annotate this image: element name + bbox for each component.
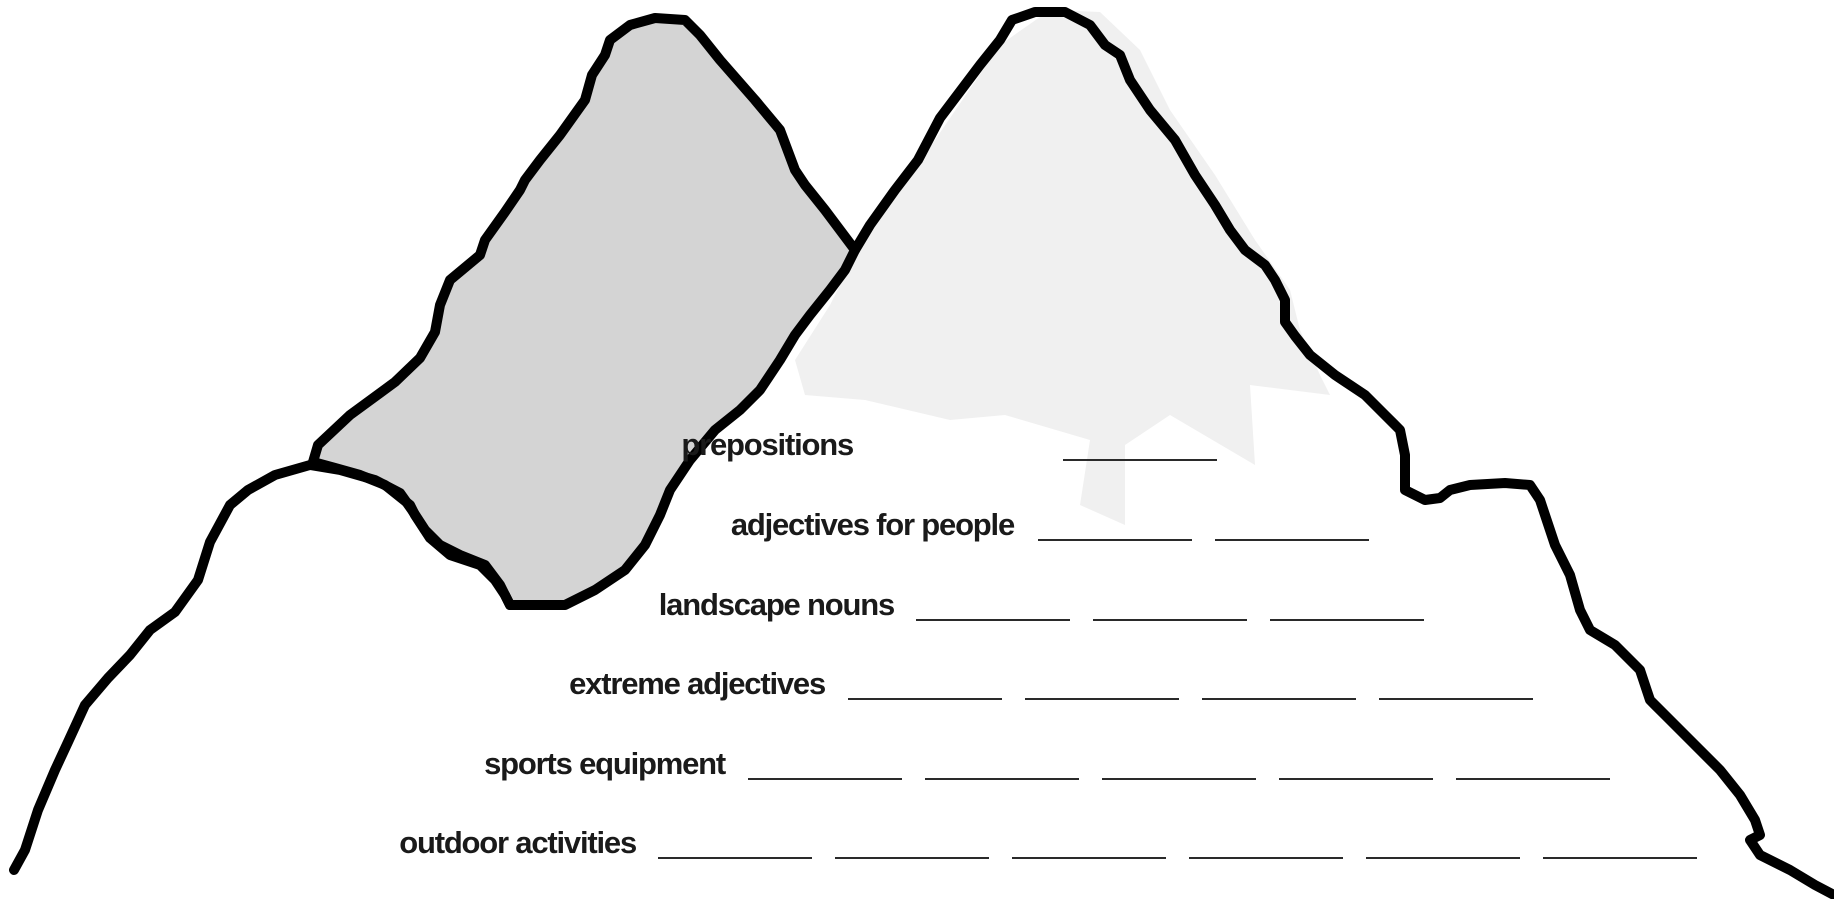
answer-blank[interactable]	[1543, 857, 1697, 859]
answer-blank[interactable]	[1366, 857, 1520, 859]
answer-blank[interactable]	[1038, 539, 1192, 541]
row-label: prepositions	[681, 427, 854, 462]
answer-blank[interactable]	[1025, 698, 1179, 700]
answer-blank[interactable]	[1270, 619, 1424, 621]
answer-blank[interactable]	[658, 857, 812, 859]
answer-blank[interactable]	[848, 698, 1002, 700]
answer-blank[interactable]	[1456, 778, 1610, 780]
answer-blank[interactable]	[1279, 778, 1433, 780]
row-label: landscape nouns	[658, 587, 895, 622]
right-peak-outline	[850, 7, 1834, 899]
row-label: extreme adjectives	[569, 666, 826, 701]
answer-blank[interactable]	[1102, 778, 1256, 780]
answer-blank[interactable]	[748, 778, 902, 780]
answer-blank[interactable]	[925, 778, 1079, 780]
answer-blank[interactable]	[1215, 539, 1369, 541]
answer-blank[interactable]	[916, 619, 1070, 621]
foreground-hill-outline	[9, 460, 515, 875]
answer-blank[interactable]	[1063, 459, 1217, 461]
row-label: outdoor activities	[399, 825, 637, 860]
answer-blank[interactable]	[1189, 857, 1343, 859]
answer-blank[interactable]	[1093, 619, 1247, 621]
answer-blank[interactable]	[1202, 698, 1356, 700]
answer-blank[interactable]	[1379, 698, 1533, 700]
answer-blank[interactable]	[835, 857, 989, 859]
row-label: adjectives for people	[730, 507, 1015, 542]
answer-blank[interactable]	[1012, 857, 1166, 859]
right-peak-shadow	[795, 10, 1330, 525]
row-label: sports equipment	[484, 746, 726, 781]
